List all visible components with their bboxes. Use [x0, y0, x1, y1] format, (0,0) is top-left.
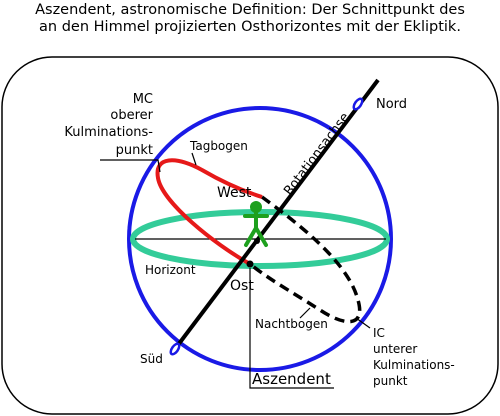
ascendant-leader-line	[249, 268, 334, 389]
horizon-ring	[130, 209, 390, 269]
label-ic: IC	[373, 326, 385, 340]
label-tagbogen: Tagbogen	[189, 139, 248, 153]
ascendant-point	[246, 260, 254, 268]
celestial-sphere	[127, 106, 393, 372]
caption-line-2: an den Himmel projizierten Osthorizontes…	[39, 19, 461, 35]
center-point	[254, 238, 260, 244]
south-pole-marker	[169, 342, 181, 356]
label-aszendent: Aszendent	[252, 370, 331, 388]
label-west: West	[217, 185, 252, 201]
label-mc: MC	[133, 92, 153, 107]
observer-head	[250, 201, 262, 213]
label-nachtbogen: Nachtbogen	[255, 317, 328, 331]
rotation-axis	[176, 78, 380, 347]
observer-figure	[243, 201, 269, 247]
outer-frame	[1, 56, 499, 415]
mc-leader-line	[100, 159, 161, 173]
label-mc-oberer: oberer	[110, 108, 153, 123]
observer-right-leg	[254, 226, 268, 247]
ic-leader-line	[355, 317, 371, 329]
label-ic-kulminations: Kulminations-	[373, 358, 455, 372]
north-pole-marker	[352, 97, 364, 111]
label-nord: Nord	[376, 97, 407, 112]
label-sued: Süd	[140, 352, 163, 366]
label-ic-punkt: punkt	[373, 374, 408, 388]
label-ost: Ost	[230, 278, 254, 294]
ecliptic-day-arc	[155, 158, 263, 266]
label-ic-unterer: unterer	[373, 342, 417, 356]
label-mc-kulminations: Kulminations-	[64, 125, 153, 140]
label-horizont: Horizont	[145, 263, 196, 277]
caption-line-1: Aszendent, astronomische Definition: Der…	[35, 2, 465, 18]
tagbogen-leader-line	[191, 152, 197, 166]
label-rotationsachse: Rotationsachse	[281, 110, 353, 198]
nachtbogen-leader-line	[299, 307, 311, 319]
label-mc-punkt: punkt	[116, 143, 153, 158]
observer-left-leg	[244, 226, 258, 247]
